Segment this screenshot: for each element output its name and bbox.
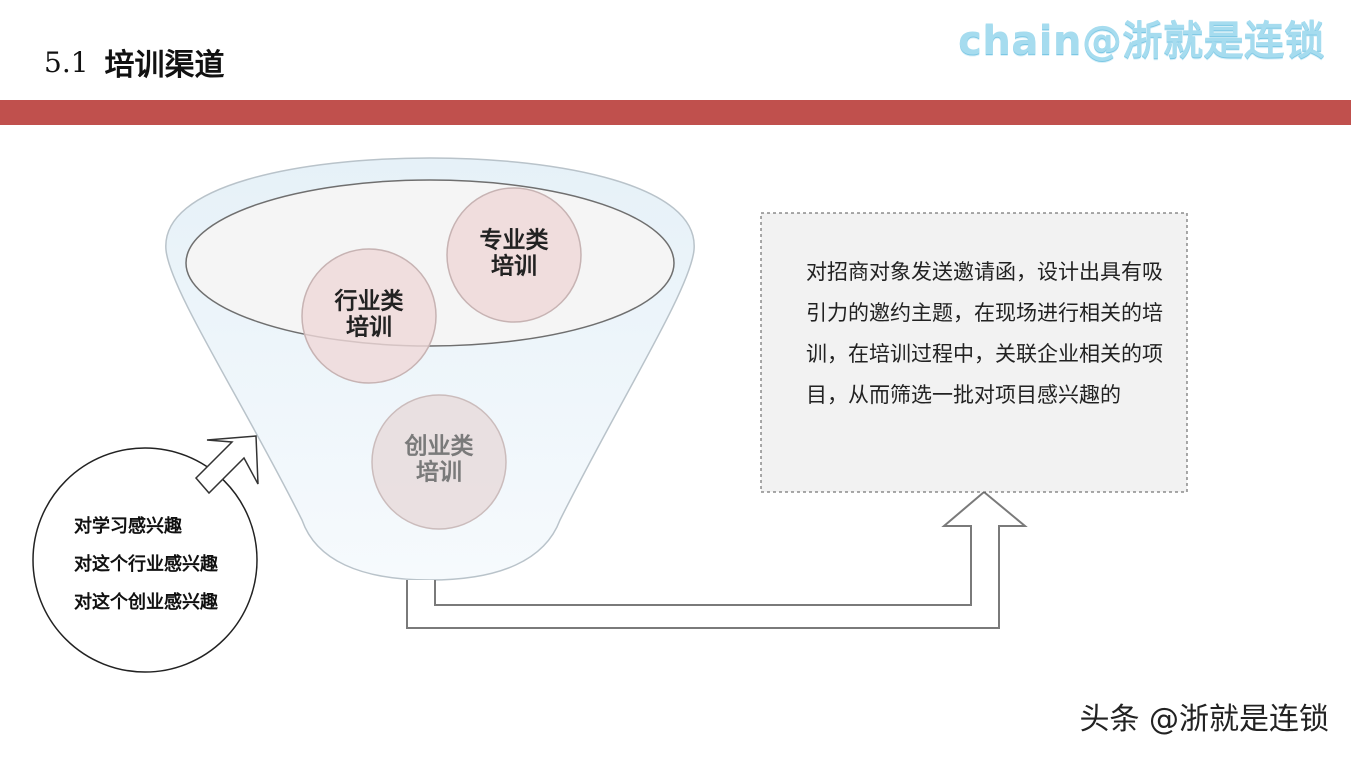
brand-watermark: chain@浙就是连锁	[958, 18, 1325, 64]
accent-bar	[0, 100, 1351, 125]
interest-item: 对学习感兴趣	[74, 516, 182, 537]
circle-entrepreneurship	[371, 394, 507, 530]
section-number: 5.1	[44, 45, 89, 79]
label-entrepreneurship-training: 创业类 培训	[404, 433, 474, 486]
interest-item: 对这个行业感兴趣	[74, 554, 218, 575]
footer-watermark: 头条 @浙就是连锁	[1079, 702, 1329, 737]
page-heading: 5.1 培训渠道	[44, 40, 225, 84]
description-text: 对招商对象发送邀请函，设计出具有吸引力的邀约主题，在现场进行相关的培训，在培训过…	[806, 260, 1163, 407]
description-box	[760, 212, 1188, 493]
label-professional-training: 专业类 培训	[479, 227, 549, 280]
interest-list: 对学习感兴趣 对这个行业感兴趣 对这个创业感兴趣	[74, 508, 274, 622]
diagonal-arrow	[194, 435, 259, 495]
label-industry-training: 行业类 培训	[334, 288, 404, 341]
interest-item: 对这个创业感兴趣	[74, 592, 218, 613]
circle-industry	[301, 248, 437, 384]
page-title: 培训渠道	[104, 48, 225, 83]
interest-circle	[32, 447, 258, 673]
circle-professional	[446, 187, 582, 323]
